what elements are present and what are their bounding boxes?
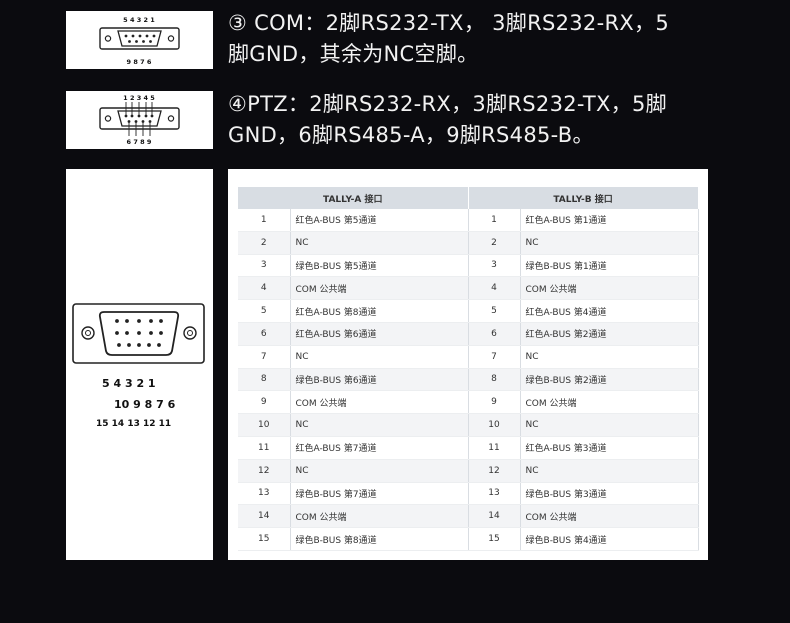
tally-b-pin-cell: 11 bbox=[468, 436, 521, 460]
tally-a-function-cell: NC bbox=[290, 231, 469, 255]
tally-a-function-cell: 绿色B-BUS 第8通道 bbox=[290, 527, 469, 551]
com-pin-bottom-label: 9 8 7 6 bbox=[127, 58, 152, 66]
tally-a-pin-cell: 5 bbox=[238, 299, 291, 323]
tally-b-function-cell: NC bbox=[520, 231, 699, 255]
tally-a-function-cell: 绿色B-BUS 第5通道 bbox=[290, 254, 469, 278]
tally-a-pin-cell: 14 bbox=[238, 504, 291, 529]
tally-b-pin-cell: 2 bbox=[468, 231, 521, 255]
tally-b-pin-cell: 12 bbox=[468, 459, 521, 483]
tally-a-pin-cell: 4 bbox=[238, 276, 291, 301]
tally-b-pin-cell: 15 bbox=[468, 527, 521, 551]
tally-a-function-cell: 红色A-BUS 第8通道 bbox=[290, 299, 469, 323]
tally-b-pin-cell: 7 bbox=[468, 345, 521, 369]
tally-a-function-cell: 红色A-BUS 第6通道 bbox=[290, 322, 469, 346]
tally-b-function-cell: NC bbox=[520, 413, 699, 437]
tally-b-function-cell: COM 公共端 bbox=[520, 390, 699, 415]
tally-pin-row3-label: 15 14 13 12 11 bbox=[96, 419, 171, 429]
tally-b-pin-cell: 1 bbox=[468, 209, 521, 232]
com-pin-top-label: 5 4 3 2 1 bbox=[123, 16, 155, 24]
tally-a-function-cell: 绿色B-BUS 第6通道 bbox=[290, 368, 469, 392]
tally-a-header: TALLY-A 接口 bbox=[238, 187, 469, 209]
tally-connector-image: 5 4 3 2 1 10 9 8 7 6 15 14 13 12 11 bbox=[66, 169, 213, 560]
tally-b-pin-cell: 9 bbox=[468, 390, 521, 415]
ptz-description-line2: GND，6脚RS485-A，9脚RS485-B。 bbox=[228, 123, 594, 147]
tally-a-pin-cell: 9 bbox=[238, 390, 291, 415]
tally-a-pin-cell: 15 bbox=[238, 527, 291, 551]
tally-b-function-cell: 绿色B-BUS 第2通道 bbox=[520, 368, 699, 392]
tally-a-pin-cell: 6 bbox=[238, 322, 291, 346]
tally-b-pin-cell: 8 bbox=[468, 368, 521, 392]
com-connector-image: 5 4 3 2 1 9 8 7 6 bbox=[66, 11, 213, 69]
tally-b-function-cell: 红色A-BUS 第3通道 bbox=[520, 436, 699, 460]
tally-b-pin-cell: 3 bbox=[468, 254, 521, 278]
ptz-description: ④PTZ：2脚RS232-RX，3脚RS232-TX，5脚 GND，6脚RS48… bbox=[228, 89, 667, 151]
tally-pin-row2-label: 10 9 8 7 6 bbox=[114, 398, 176, 411]
tally-a-pin-cell: 1 bbox=[238, 209, 291, 232]
tally-a-pin-cell: 8 bbox=[238, 368, 291, 392]
ptz-pin-bottom-label: 6 7 8 9 bbox=[127, 138, 152, 146]
tally-a-function-cell: COM 公共端 bbox=[290, 276, 469, 301]
tally-a-pin-cell: 3 bbox=[238, 254, 291, 278]
tally-b-pin-cell: 10 bbox=[468, 413, 521, 437]
com-description-line2: 脚GND，其余为NC空脚。 bbox=[228, 42, 479, 66]
db9-female-connector-icon: 5 4 3 2 1 9 8 7 6 bbox=[99, 16, 180, 66]
tally-b-header: TALLY-B 接口 bbox=[468, 187, 699, 209]
tally-b-function-cell: 红色A-BUS 第2通道 bbox=[520, 322, 699, 346]
tally-a-pin-cell: 13 bbox=[238, 482, 291, 506]
tally-b-pin-cell: 5 bbox=[468, 299, 521, 323]
tally-a-function-cell: COM 公共端 bbox=[290, 504, 469, 529]
tally-b-pin-cell: 13 bbox=[468, 482, 521, 506]
tally-a-function-cell: 红色A-BUS 第7通道 bbox=[290, 436, 469, 460]
tally-a-pin-cell: 10 bbox=[238, 413, 291, 437]
tally-b-pin-cell: 4 bbox=[468, 276, 521, 301]
tally-a-pin-cell: 7 bbox=[238, 345, 291, 369]
tally-a-function-cell: NC bbox=[290, 459, 469, 483]
com-description: ③ COM：2脚RS232-TX， 3脚RS232-RX，5 脚GND，其余为N… bbox=[228, 8, 669, 70]
tally-b-function-cell: NC bbox=[520, 345, 699, 369]
tally-a-function-cell: NC bbox=[290, 345, 469, 369]
tally-b-function-cell: COM 公共端 bbox=[520, 276, 699, 301]
com-description-line1: ③ COM：2脚RS232-TX， 3脚RS232-RX，5 bbox=[228, 11, 669, 35]
tally-b-function-cell: NC bbox=[520, 459, 699, 483]
table-header-row: TALLY-A 接口 TALLY-B 接口 bbox=[238, 187, 699, 209]
db9-connector-wired-icon: 1 2 3 4 5 6 7 8 9 bbox=[99, 94, 180, 146]
tally-b-pin-cell: 14 bbox=[468, 504, 521, 529]
tally-b-function-cell: 绿色B-BUS 第3通道 bbox=[520, 482, 699, 506]
tally-b-function-cell: COM 公共端 bbox=[520, 504, 699, 529]
ptz-connector-image: 1 2 3 4 5 6 7 8 9 bbox=[66, 91, 213, 149]
tally-a-function-cell: 绿色B-BUS 第7通道 bbox=[290, 482, 469, 506]
tally-a-pin-cell: 2 bbox=[238, 231, 291, 255]
tally-b-function-cell: 红色A-BUS 第1通道 bbox=[520, 209, 699, 232]
ptz-description-line1: ④PTZ：2脚RS232-RX，3脚RS232-TX，5脚 bbox=[228, 92, 667, 116]
tally-a-function-cell: NC bbox=[290, 413, 469, 437]
ptz-pin-top-label: 1 2 3 4 5 bbox=[123, 94, 155, 102]
tally-a-pin-cell: 12 bbox=[238, 459, 291, 483]
tally-b-function-cell: 红色A-BUS 第4通道 bbox=[520, 299, 699, 323]
tally-a-function-cell: 红色A-BUS 第5通道 bbox=[290, 209, 469, 232]
tally-b-function-cell: 绿色B-BUS 第4通道 bbox=[520, 527, 699, 551]
tally-b-pin-cell: 6 bbox=[468, 322, 521, 346]
tally-pin-row1-label: 5 4 3 2 1 bbox=[102, 377, 156, 390]
tally-a-function-cell: COM 公共端 bbox=[290, 390, 469, 415]
tally-a-pin-cell: 11 bbox=[238, 436, 291, 460]
tally-b-function-cell: 绿色B-BUS 第1通道 bbox=[520, 254, 699, 278]
db15-connector-icon: 5 4 3 2 1 10 9 8 7 6 15 14 13 12 11 bbox=[72, 303, 205, 429]
